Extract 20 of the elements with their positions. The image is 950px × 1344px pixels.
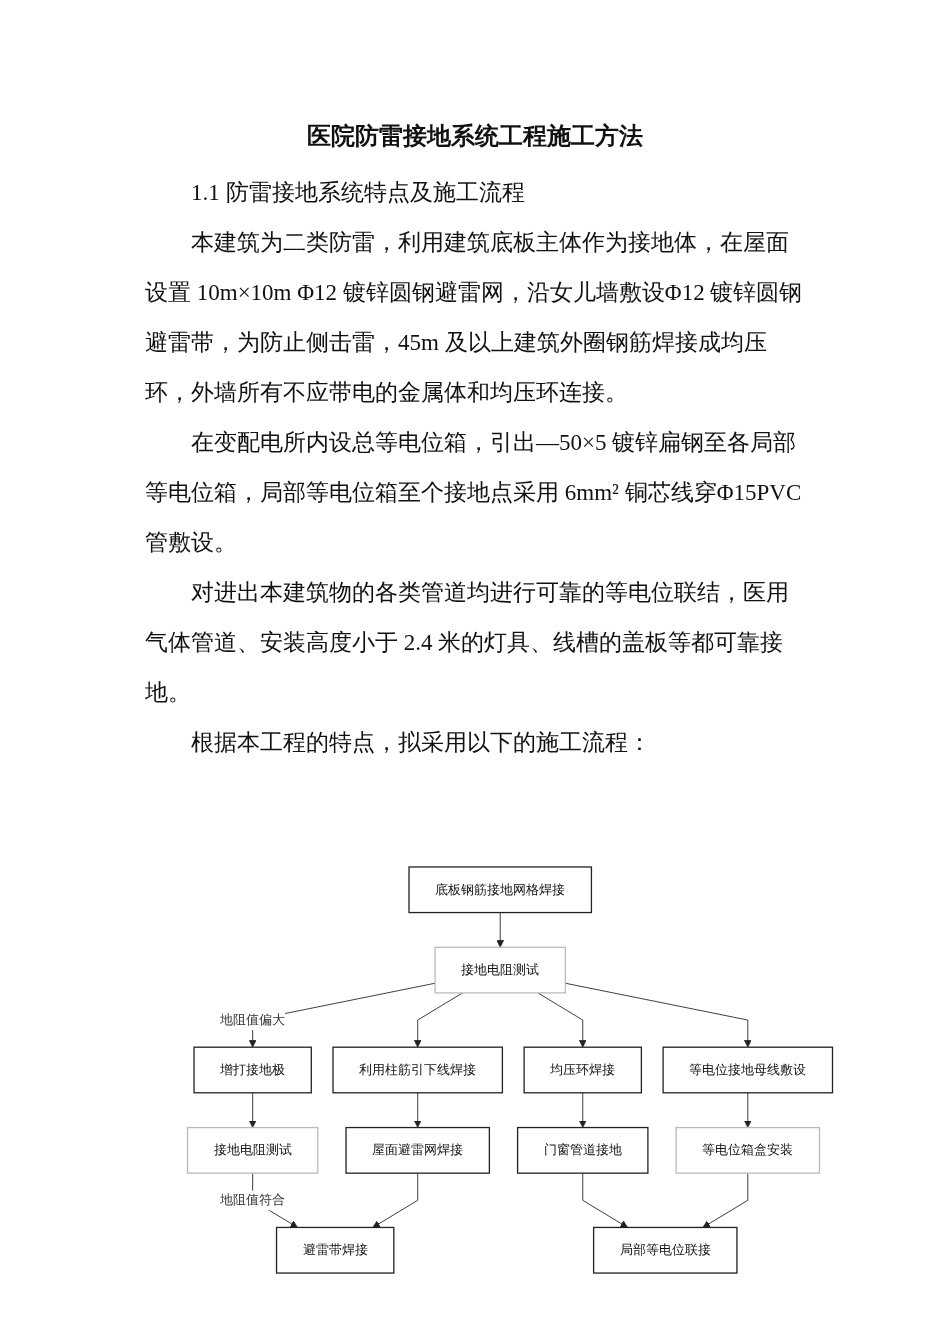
node-box: 接地电阻测试 [434,946,567,994]
node-box: 接地电阻测试 [186,1126,319,1174]
edge-label: 地阻值符合 [220,1193,286,1208]
document-title: 医院防雷接地系统工程施工方法 [306,122,644,151]
node-box: 避雷带焊接 [275,1226,395,1274]
node-box: 增打接地极 [193,1046,312,1094]
node-box: 等电位箱盒安装 [675,1126,821,1174]
paragraph: 在变配电所内设总等电位箱，引出—50×5 镀锌扁钢至各局部等电位箱，局部等电位箱至个接地点采用 6mm² 铜芯线穿Φ15PVC 管敷设。 [145,429,803,557]
section-heading: 1.1 防雷接地系统特点及施工流程 [190,179,526,207]
node-box: 底板钢筋接地网格焊接 [408,866,593,914]
node-box: 均压环焊接 [523,1046,643,1094]
edge-label: 地阻值偏大 [220,1012,286,1027]
node-box: 屋面避雷网焊接 [345,1126,490,1174]
paragraph: 对进出本建筑物的各类管道均进行可靠的等电位联结，医用气体管道、安装高度小于 2.4 米的灯具、线槽的盖板等都可靠接地。 [145,579,790,707]
node-box: 局部等电位联接 [592,1226,738,1274]
paragraph: 根据本工程的特点，拟采用以下的施工流程： [190,729,652,757]
node-box: 利用柱筋引下线焊接 [332,1046,504,1094]
paragraph: 本建筑为二类防雷，利用建筑底板主体作为接地体，在屋面设置 10m×10m Φ12 镀锌圆钢避雷网，沿女儿墙敷设Φ12 镀锌圆钢避雷带，为防止侧击雷，45m 及以上建筑外圈钢筋焊接成均压环，外墙所有不应带电的金属体和均压环连接。 [145,229,804,407]
node-box: 门窗管道接地 [516,1126,649,1174]
node-box: 等电位接地母线敷设 [662,1046,834,1094]
